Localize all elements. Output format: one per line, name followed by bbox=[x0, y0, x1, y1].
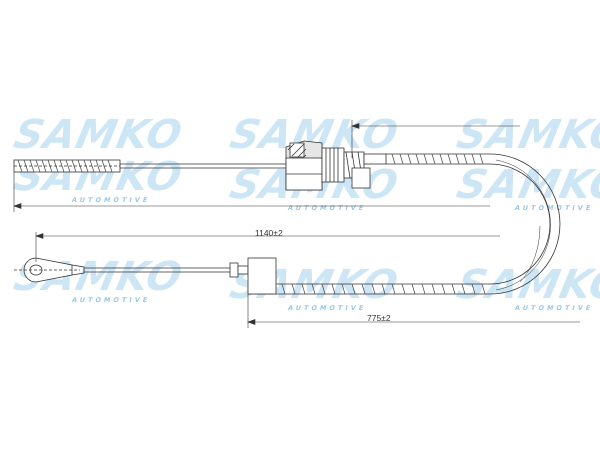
dimension-lines bbox=[13, 120, 580, 328]
eye-crimp bbox=[71, 264, 85, 276]
watermark-brand: SAMKO bbox=[10, 110, 187, 157]
adjuster-housing bbox=[285, 140, 387, 191]
watermark-brand: SAMKO bbox=[453, 160, 600, 207]
watermark-logo: SAMKO bbox=[10, 110, 187, 157]
watermark-subtitle: AUTOMOTIVE bbox=[514, 204, 594, 212]
watermark-subtitle: AUTOMOTIVE bbox=[71, 296, 151, 304]
lock-nut bbox=[351, 167, 371, 189]
watermark-logo: SAMKO AUTOMOTIVE bbox=[453, 260, 600, 312]
watermark-subtitle: AUTOMOTIVE bbox=[514, 304, 594, 312]
inner-cable-loop bbox=[495, 159, 551, 291]
sheath-length-label: 775±2 bbox=[367, 313, 391, 323]
watermark-brand: SAMKO bbox=[453, 110, 600, 157]
housing-nut bbox=[289, 142, 305, 158]
ferrule bbox=[363, 153, 387, 165]
end-boot bbox=[247, 257, 277, 295]
upper-inner-cable bbox=[120, 163, 288, 169]
watermark-logo: SAMKO AUTOMOTIVE bbox=[453, 160, 600, 212]
adjuster-collar bbox=[321, 147, 345, 183]
lower-inner-cable bbox=[84, 267, 230, 273]
cable-drawing bbox=[13, 120, 580, 328]
collar-knurl bbox=[325, 148, 339, 182]
housing-hatch bbox=[287, 143, 307, 158]
watermark-brand: SAMKO bbox=[10, 152, 187, 199]
eye-outline bbox=[23, 257, 73, 283]
end-stop bbox=[229, 262, 239, 278]
watermark-subtitle: AUTOMOTIVE bbox=[71, 196, 151, 204]
sheath-outer-wall bbox=[248, 153, 561, 295]
sheath-end-fitting bbox=[229, 257, 277, 295]
sheath-inner-wall bbox=[248, 163, 551, 285]
sheath-hatch-top bbox=[391, 153, 484, 165]
eye-end-fitting bbox=[14, 257, 85, 283]
watermark-subtitle: AUTOMOTIVE bbox=[287, 204, 367, 212]
threaded-rod-end bbox=[13, 159, 121, 173]
overall-length-label: 1140±2 bbox=[255, 228, 283, 238]
end-ferrule bbox=[237, 265, 249, 275]
watermark-logo: SAMKO bbox=[453, 110, 600, 157]
watermark-subtitle: AUTOMOTIVE bbox=[287, 304, 367, 312]
